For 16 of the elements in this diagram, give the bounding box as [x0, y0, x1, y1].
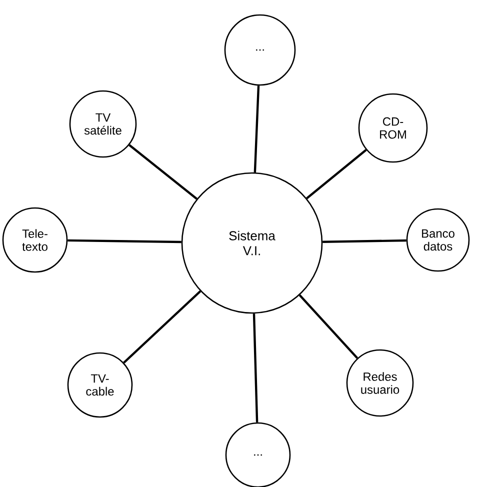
connector-line: [254, 86, 260, 172]
connector-line: [68, 239, 182, 244]
circle-node: TV-cable: [67, 352, 133, 418]
circle-node: TV satélite: [69, 90, 137, 158]
circle-node: Tele-texto: [2, 207, 68, 273]
circle-node: Sistema V.I.: [181, 172, 323, 314]
circle-node: Banco datos: [406, 208, 470, 272]
connector-line: [298, 294, 358, 359]
connector-line: [322, 239, 406, 243]
circle-node: Redes usuario: [346, 349, 414, 417]
connector-line: [123, 290, 202, 364]
connector-line: [128, 144, 198, 200]
circle-node: CD-ROM: [358, 93, 428, 163]
connector-line: [306, 149, 367, 200]
circle-node: ...: [224, 14, 296, 86]
connector-line: [252, 314, 258, 422]
